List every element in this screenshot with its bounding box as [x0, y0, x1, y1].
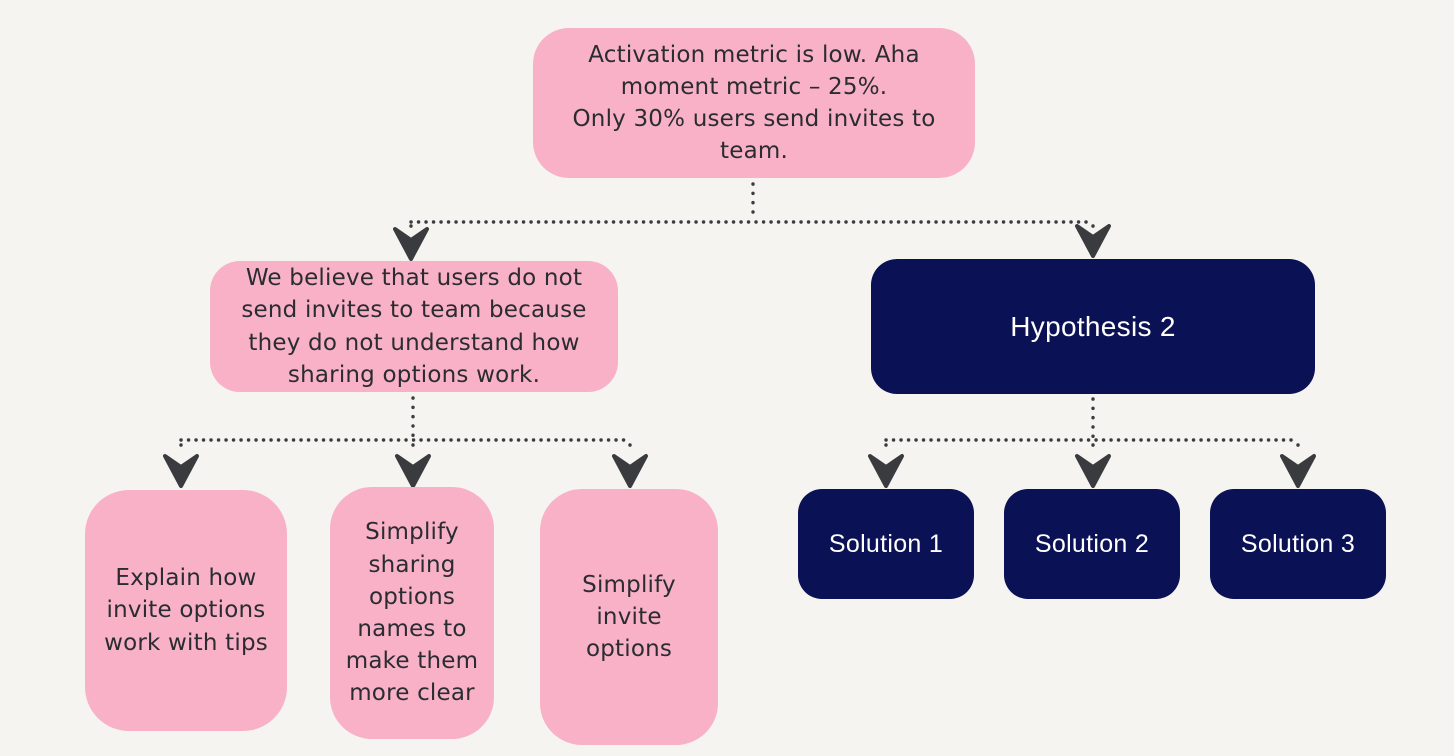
node-solution-label: Solution 1 [828, 529, 944, 558]
node-hypothesis-1-label: We believe that users do not send invite… [241, 265, 587, 388]
node-solution-label: Solution 3 [1240, 529, 1356, 558]
node-solution-simplify-invite-options: Simplify invite options [540, 489, 718, 745]
arrow-down-icon [163, 454, 199, 488]
node-solution-1: Solution 1 [798, 489, 974, 599]
arrow-down-icon [1280, 454, 1316, 488]
arrow-down-icon [612, 454, 648, 488]
node-problem-label: Activation metric is low. Aha moment met… [572, 41, 936, 165]
node-solution-3: Solution 3 [1210, 489, 1386, 599]
node-problem: Activation metric is low. Aha moment met… [533, 28, 975, 178]
node-solution-label: Solution 2 [1034, 529, 1150, 558]
arrow-down-icon [868, 454, 904, 488]
arrow-down-icon [1075, 454, 1111, 488]
arrow-down-icon [1075, 224, 1111, 258]
connector-problem-to-hypotheses [393, 182, 1111, 261]
node-solution-explain-invite-options: Explain how invite options work with tip… [85, 490, 287, 731]
node-hypothesis-1: We believe that users do not send invite… [210, 261, 618, 392]
node-hypothesis-2-label: Hypothesis 2 [1010, 310, 1176, 342]
node-hypothesis-2: Hypothesis 2 [871, 259, 1315, 394]
arrow-down-icon [393, 227, 429, 261]
connector-hypothesis2-to-solutions [868, 397, 1316, 488]
node-solution-label: Explain how invite options work with tip… [104, 565, 268, 656]
node-solution-label: Simplify invite options [582, 571, 676, 663]
node-solution-simplify-sharing-names: Simplify sharing options names to make t… [330, 487, 494, 739]
node-solution-2: Solution 2 [1004, 489, 1180, 599]
node-solution-label: Simplify sharing options names to make t… [345, 519, 479, 707]
connector-hypothesis1-to-solutions [163, 396, 648, 488]
arrow-down-icon [395, 454, 431, 488]
